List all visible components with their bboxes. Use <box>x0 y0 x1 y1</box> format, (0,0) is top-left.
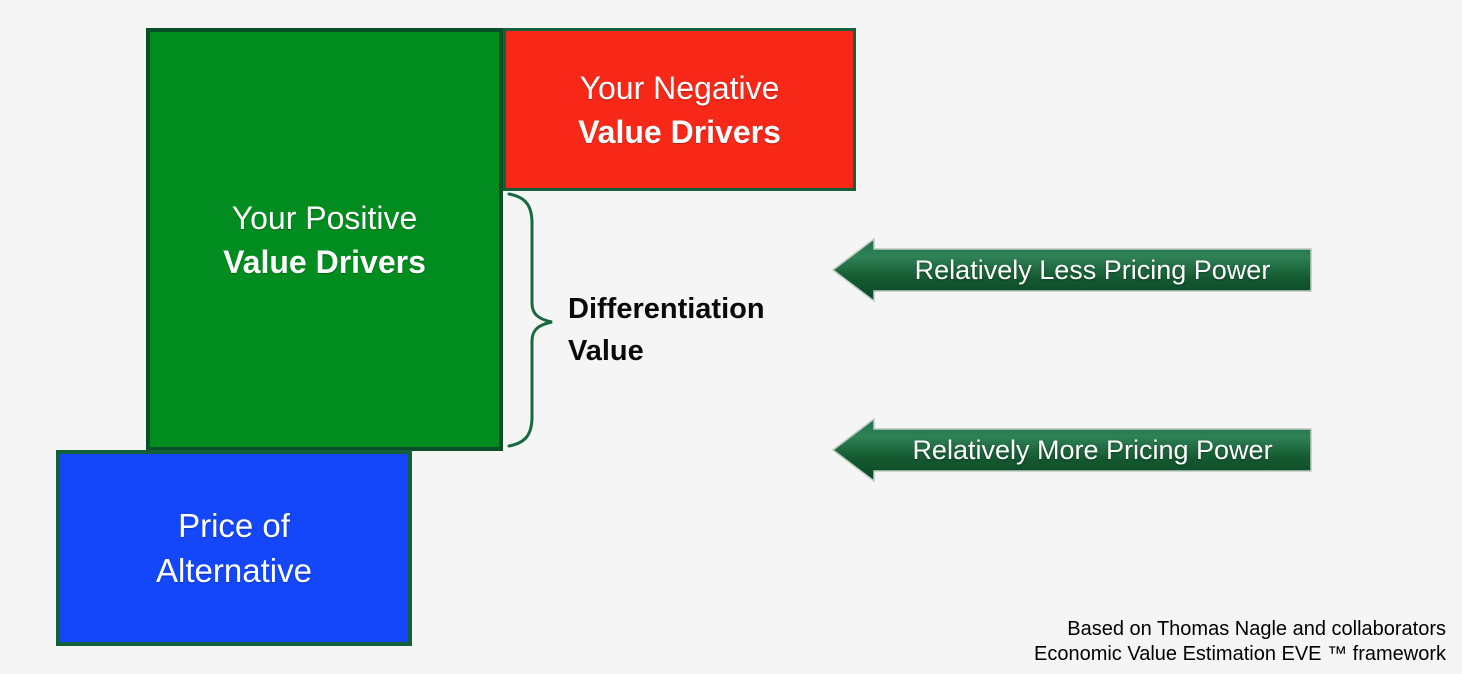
differentiation-label-line1: Differentiation <box>568 293 765 325</box>
price-box-line2: Alternative <box>156 552 312 589</box>
attribution-line1: Based on Thomas Nagle and collaborators <box>1067 618 1446 640</box>
more-pricing-power-label: Relatively More Pricing Power <box>912 434 1273 465</box>
curly-brace-icon <box>507 192 553 448</box>
price-of-alternative-box: Price of Alternative <box>56 450 412 646</box>
negative-value-drivers-box: Your Negative Value Drivers <box>503 28 856 191</box>
positive-box-line2: Value Drivers <box>223 243 426 280</box>
negative-box-line2: Value Drivers <box>578 113 781 150</box>
more-pricing-power-arrow: Relatively More Pricing Power <box>832 418 1313 482</box>
negative-box-line1: Your Negative <box>579 69 780 106</box>
attribution-text: Based on Thomas Nagle and collaborators … <box>1034 617 1446 667</box>
positive-box-line1: Your Positive <box>231 199 418 236</box>
differentiation-value-label: Differentiation Value <box>568 288 765 372</box>
less-pricing-power-arrow: Relatively Less Pricing Power <box>832 238 1313 302</box>
attribution-line2: Economic Value Estimation EVE ™ framewor… <box>1033 643 1446 665</box>
less-pricing-power-label: Relatively Less Pricing Power <box>914 254 1271 285</box>
positive-value-drivers-box: Your Positive Value Drivers <box>146 28 503 451</box>
left-arrow-icon <box>832 418 1312 482</box>
left-arrow-icon <box>832 238 1312 302</box>
price-box-line1: Price of <box>178 507 290 544</box>
differentiation-label-line2: Value <box>568 335 644 367</box>
